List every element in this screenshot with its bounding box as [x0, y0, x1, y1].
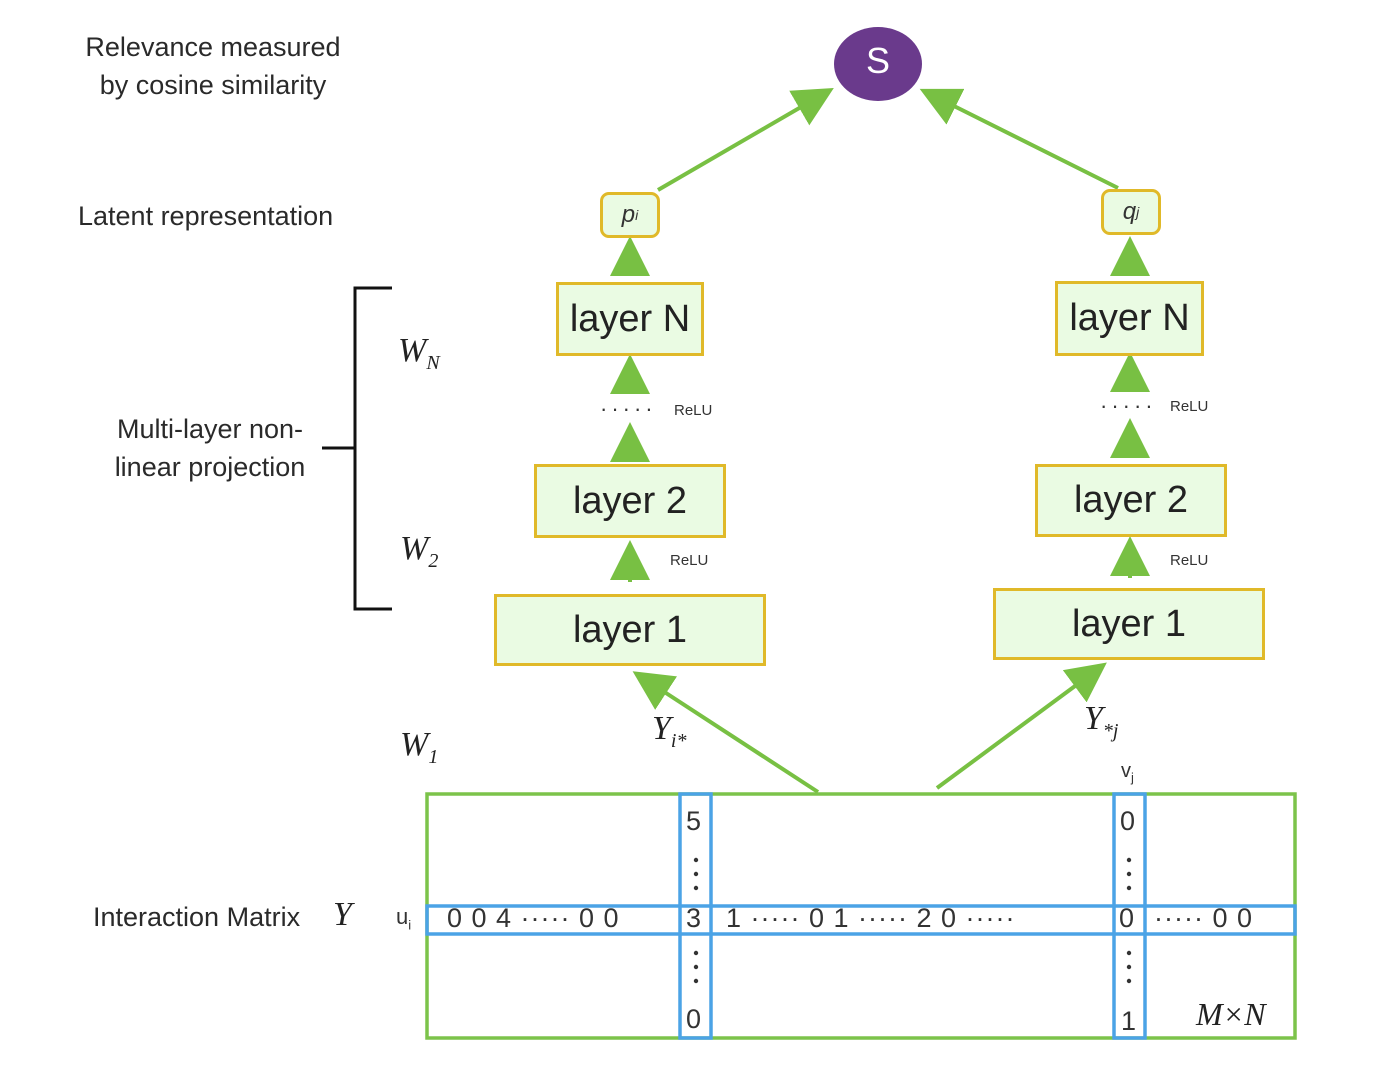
projection-bracket	[322, 286, 392, 611]
left-input-label: Yi*	[652, 710, 687, 752]
arrow-qj-to-s	[919, 88, 1119, 190]
relevance-label-line2: by cosine similarity	[99, 70, 327, 100]
score-node-label: S	[865, 40, 890, 81]
projection-label-line1: Multi-layer non-	[116, 414, 304, 444]
arrow-pi-to-s	[656, 87, 834, 192]
row-label-ui: ui	[396, 904, 412, 933]
weight-wn: WN	[398, 332, 440, 374]
score-node	[834, 27, 922, 101]
left-relu-top: ReLU	[674, 402, 713, 419]
latent-label: Latent representation	[78, 201, 334, 231]
right-layer-1: layer 1	[993, 588, 1265, 660]
right-input-label: Y*j	[1084, 700, 1119, 742]
row-values-seg4: 0	[1119, 903, 1136, 933]
highlight-col-i	[678, 792, 713, 1040]
row-values-seg3: 1 ····· 0 1 ····· 2 0 ·····	[726, 903, 1016, 933]
matrix-size: M×N	[1196, 996, 1266, 1032]
highlight-row	[425, 904, 1297, 936]
left-layer-2: layer 2	[534, 464, 726, 538]
col-j-bottom: 1	[1121, 1006, 1137, 1036]
left-layer-1: layer 1	[494, 594, 766, 666]
col-label-vj: vj	[1121, 760, 1134, 785]
left-layer-n: layer N	[556, 282, 704, 356]
left-dots: ·····	[600, 396, 657, 421]
column-dots	[693, 857, 1132, 984]
right-layer-2: layer 2	[1035, 464, 1227, 537]
relevance-label-line1: Relevance measured	[85, 32, 341, 62]
arrow-matrix-to-right	[935, 662, 1107, 790]
row-values-seg5: ····· 0 0	[1154, 903, 1253, 933]
weight-w1: W1	[400, 726, 439, 768]
relevance-label: Relevance measured by cosine similarity	[78, 28, 348, 104]
col-i-bottom: 0	[686, 1004, 702, 1034]
projection-label-line2: linear projection	[114, 452, 306, 482]
right-layer-n: layer N	[1055, 281, 1204, 356]
left-relu-bottom: ReLU	[670, 552, 709, 569]
highlight-col-j	[1112, 792, 1147, 1040]
row-values-seg2: 3	[686, 903, 703, 933]
matrix-symbol: Y	[333, 896, 352, 933]
right-relu-top: ReLU	[1170, 398, 1209, 415]
right-relu-bottom: ReLU	[1170, 552, 1209, 569]
arrow-matrix-to-left	[632, 671, 820, 794]
col-j-top: 0	[1120, 806, 1136, 836]
col-i-top: 5	[686, 806, 702, 836]
matrix-label: Interaction Matrix	[93, 902, 301, 932]
projection-label: Multi-layer non- linear projection	[100, 410, 320, 486]
right-dots: ·····	[1100, 393, 1157, 418]
weight-w2: W2	[400, 530, 439, 572]
row-values-seg1: 0 0 4 ····· 0 0	[447, 903, 620, 933]
